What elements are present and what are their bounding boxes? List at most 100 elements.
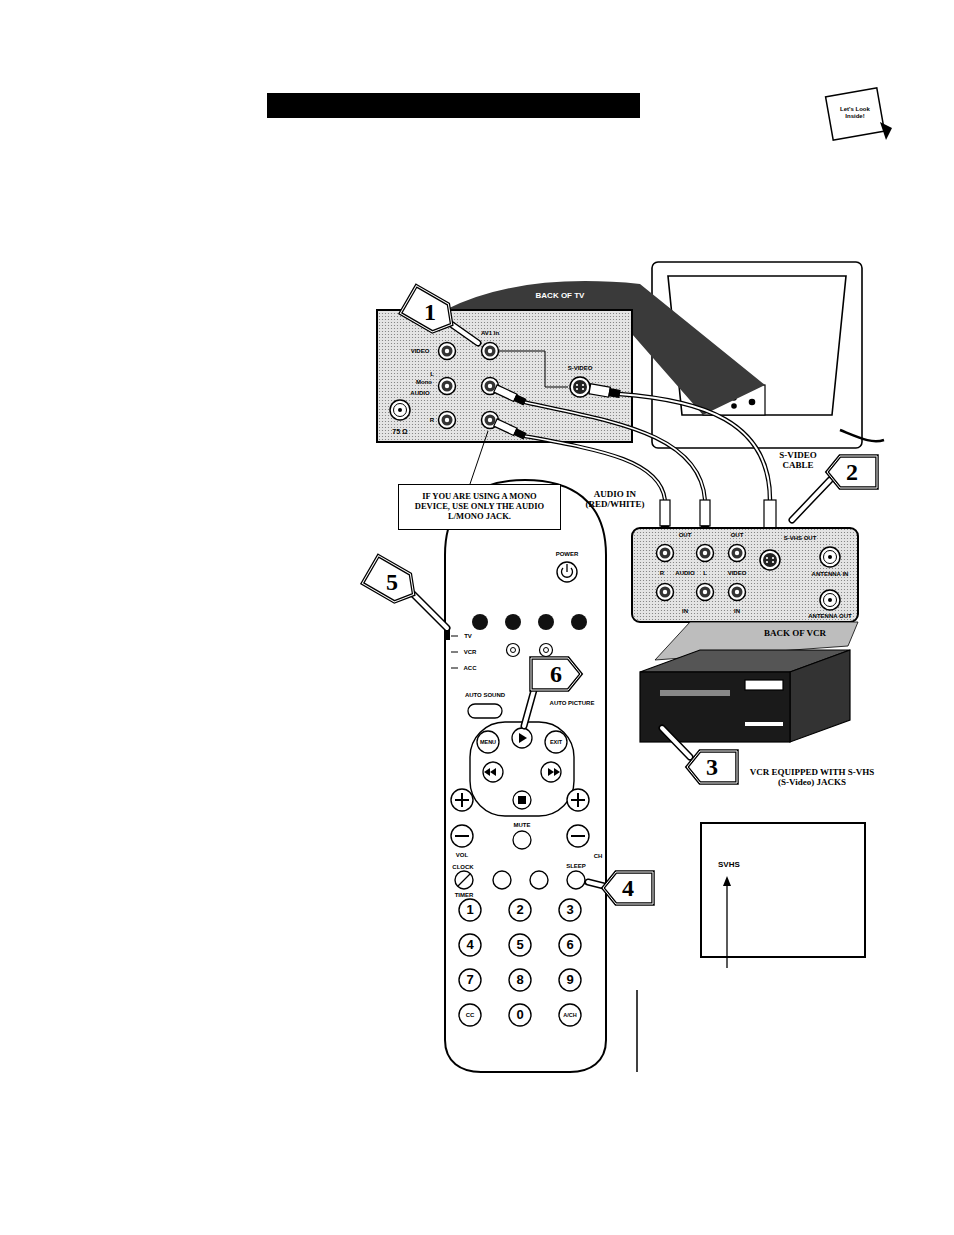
digit-key: 0 [516, 1008, 523, 1022]
tv-jack-panel [377, 310, 632, 442]
remote-control [461, 793, 463, 807]
remote-control [566, 564, 567, 572]
remote-control [571, 614, 587, 630]
node-text: SVHS [718, 860, 856, 869]
plugs [494, 385, 526, 406]
callout-flag [400, 286, 459, 339]
callout-flag [362, 556, 421, 609]
callout-flag [603, 872, 653, 904]
button-label: EXIT [550, 739, 562, 745]
vcr-jack-panel [632, 528, 858, 622]
side-rule [636, 990, 638, 1072]
vcr [745, 680, 783, 690]
plugs [660, 500, 670, 526]
plugs [514, 395, 526, 405]
pointer-arrow [723, 876, 731, 886]
tv-screen: SVHS [700, 822, 866, 958]
jack-label: IN [682, 608, 688, 615]
plugs [700, 500, 710, 526]
remote-control [540, 644, 553, 657]
remote-control [530, 871, 548, 889]
remote-control [544, 648, 549, 653]
remote-control [445, 480, 606, 1072]
callout-flag [531, 658, 581, 690]
remote-control [509, 1004, 531, 1026]
vcr-jack-panel [820, 590, 840, 610]
button-label: SLEEP [566, 863, 586, 870]
remote-control [559, 899, 581, 921]
callout-number: 3 [706, 754, 718, 780]
cables [619, 394, 770, 500]
pointing-hand [413, 594, 447, 628]
callout-number: 4 [622, 875, 634, 901]
remote-control [451, 825, 473, 847]
pointing-hand [524, 690, 534, 726]
look-inside-icon [826, 88, 892, 140]
tv-jack-panel [439, 378, 456, 395]
tv-jack-panel [499, 351, 568, 387]
plugs [494, 385, 517, 402]
plugs [494, 419, 526, 440]
remote-control [493, 871, 511, 889]
pointing-hand [792, 480, 830, 520]
remote-control [567, 825, 589, 847]
tv-jack-panel [570, 377, 590, 397]
tv-jack-panel [439, 412, 456, 429]
remote-control [444, 480, 606, 1072]
jack-label: S-VHS OUT [784, 535, 817, 542]
remote-control [559, 1004, 581, 1026]
remote-control [459, 934, 481, 956]
remote-control [451, 636, 458, 637]
jack-label: S-VIDEO [568, 365, 593, 372]
vcr [660, 690, 730, 696]
title-bar [267, 93, 640, 118]
callout-flag [400, 286, 459, 339]
pointing-hand [662, 728, 690, 757]
digit-key: 6 [566, 938, 573, 952]
button-label: CLOCK [452, 864, 473, 871]
jack-label: IN [734, 608, 740, 615]
remote-control [472, 614, 488, 630]
remote-control [554, 768, 560, 776]
remote-control [559, 934, 581, 956]
pointing-hand [588, 882, 604, 886]
callout-flag [362, 556, 421, 609]
remote-control [513, 831, 531, 849]
digit-key: 1 [466, 903, 473, 917]
digit-key: 3 [566, 903, 573, 917]
remote-control [509, 934, 531, 956]
remote-control [451, 789, 473, 811]
button-label: AUTO PICTURE [550, 700, 595, 707]
remote-control [509, 969, 531, 991]
callout-flag [687, 751, 737, 783]
tv-jack-panel [390, 400, 410, 420]
remote-control [511, 648, 516, 653]
jack-label: ANTENNA OUT [808, 613, 851, 620]
button-label: MUTE [514, 822, 531, 829]
switch-label: TV [464, 633, 472, 640]
pointer-arrow [726, 884, 727, 968]
callout-flag [531, 658, 581, 690]
remote-control [559, 969, 581, 991]
remote-control [557, 562, 577, 582]
remote-control [518, 796, 526, 804]
remote-control [451, 668, 458, 669]
pointing-hand [413, 594, 447, 628]
plugs [494, 419, 517, 436]
callout-flag [362, 286, 877, 904]
remote-control [459, 899, 481, 921]
remote-control [513, 791, 531, 809]
note-box: IF YOU ARE USING A MONO DEVICE, USE ONLY… [398, 484, 561, 530]
remote-control [455, 835, 469, 837]
vcr [745, 722, 783, 726]
remote-control [509, 899, 531, 921]
remote-control [459, 1004, 481, 1026]
plugs [514, 429, 526, 439]
leader-line [470, 431, 488, 484]
cable-label: AUDIO IN (RED/WHITE) [579, 490, 651, 510]
button-label: CC [466, 1012, 475, 1019]
remote-control [519, 733, 527, 743]
jack-label: R [660, 570, 664, 577]
remote-control [459, 969, 481, 991]
